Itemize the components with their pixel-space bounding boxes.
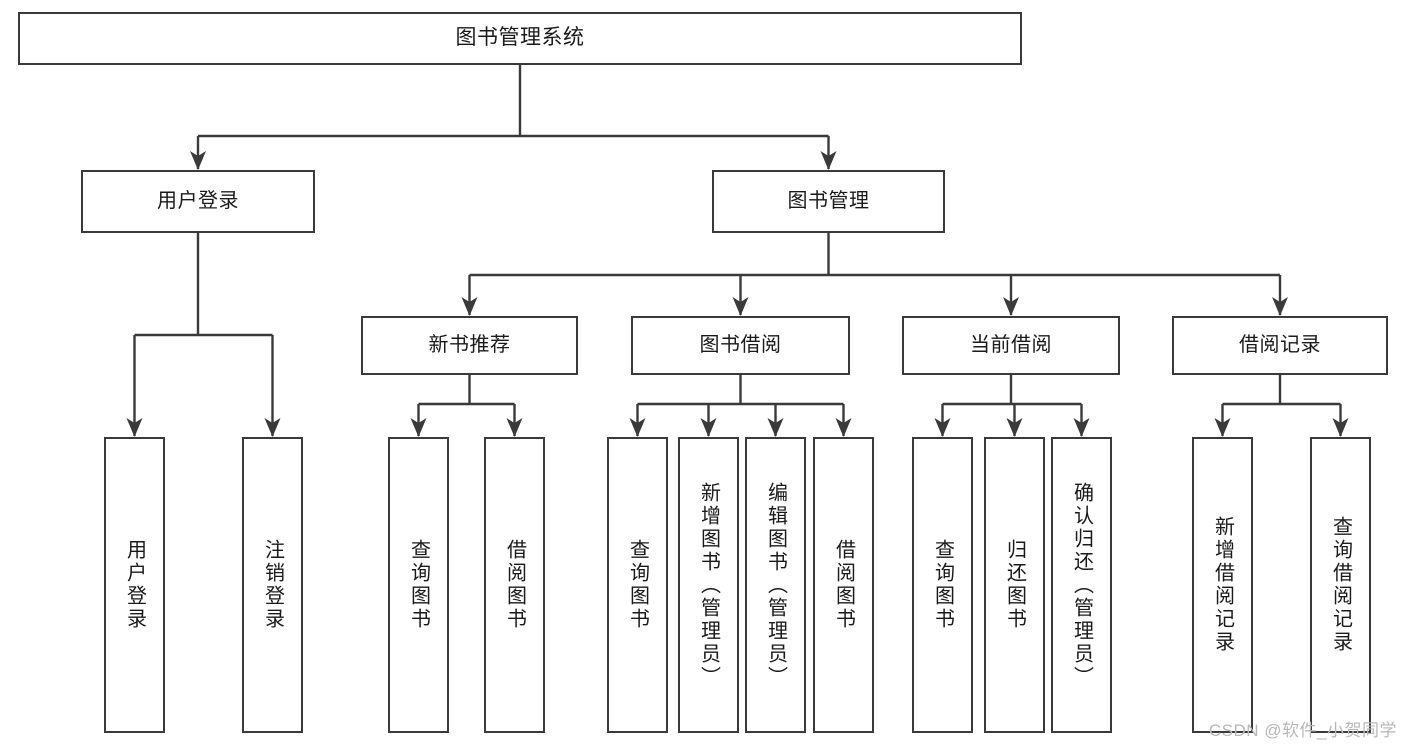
- node-leaf-add-book[interactable]: 新增图书（管理员）: [678, 437, 739, 733]
- node-label-leaf-edit-book: 编辑图书（管理员）: [764, 481, 787, 689]
- node-book-borrow[interactable]: 图书借阅: [631, 316, 850, 375]
- edge-arrow-leaf-confirm-return: [1073, 418, 1090, 437]
- node-label-leaf-query-book-1: 查询图书: [407, 539, 430, 631]
- node-leaf-borrow-book-1[interactable]: 借阅图书: [484, 437, 545, 733]
- node-leaf-add-record[interactable]: 新增借阅记录: [1192, 437, 1253, 733]
- node-label-leaf-return-book: 归还图书: [1003, 539, 1026, 631]
- node-leaf-query-book-2[interactable]: 查询图书: [607, 437, 668, 733]
- node-leaf-user-logout[interactable]: 注销登录: [242, 437, 303, 733]
- edge-arrow-borrow-record: [1272, 297, 1288, 316]
- node-label-current-borrow: 当前借阅: [970, 333, 1052, 356]
- edge-arrow-leaf-add-record: [1214, 418, 1231, 437]
- node-borrow-record[interactable]: 借阅记录: [1172, 316, 1388, 375]
- node-new-book-rec[interactable]: 新书推荐: [361, 316, 578, 375]
- node-leaf-return-book[interactable]: 归还图书: [984, 437, 1045, 733]
- edge-arrow-current-borrow: [1003, 297, 1019, 316]
- watermark-label: CSDN @软件_小贺同学: [1208, 721, 1397, 740]
- node-label-leaf-query-book-2: 查询图书: [626, 539, 649, 631]
- node-leaf-edit-book[interactable]: 编辑图书（管理员）: [745, 437, 806, 733]
- edge-arrow-user-login: [190, 151, 206, 170]
- node-label-leaf-user-logout: 注销登录: [261, 539, 284, 631]
- node-label-leaf-query-record: 查询借阅记录: [1329, 516, 1352, 654]
- edge-arrow-leaf-borrow-book-1: [506, 418, 523, 437]
- node-label-book-manage: 图书管理: [787, 189, 870, 212]
- node-book-manage[interactable]: 图书管理: [712, 170, 945, 233]
- edge-arrow-leaf-query-record: [1332, 418, 1349, 437]
- node-label-leaf-borrow-book-1: 借阅图书: [503, 539, 526, 631]
- edge-arrow-new-book-rec: [461, 297, 478, 316]
- edge-arrow-leaf-edit-book: [767, 418, 784, 437]
- node-current-borrow[interactable]: 当前借阅: [902, 316, 1120, 375]
- node-root[interactable]: 图书管理系统: [18, 12, 1022, 65]
- node-label-root: 图书管理系统: [455, 26, 585, 50]
- node-label-new-book-rec: 新书推荐: [428, 333, 511, 356]
- edge-arrow-leaf-query-book-1: [410, 418, 427, 437]
- node-label-leaf-confirm-return: 确认归还（管理员）: [1070, 481, 1093, 689]
- node-label-book-borrow: 图书借阅: [699, 333, 782, 356]
- edge-arrow-leaf-add-book: [700, 418, 717, 437]
- edge-arrow-book-borrow: [732, 297, 749, 316]
- node-label-user-login: 用户登录: [157, 189, 239, 212]
- node-leaf-query-book-3[interactable]: 查询图书: [912, 437, 973, 733]
- node-label-leaf-add-book: 新增图书（管理员）: [697, 481, 720, 689]
- node-label-leaf-query-book-3: 查询图书: [931, 539, 954, 631]
- node-leaf-borrow-book-2[interactable]: 借阅图书: [813, 437, 874, 733]
- node-label-borrow-record: 借阅记录: [1239, 333, 1321, 356]
- edge-arrow-leaf-borrow-book-2: [835, 418, 852, 437]
- node-label-leaf-add-record: 新增借阅记录: [1211, 516, 1234, 654]
- edge-arrow-leaf-return-book: [1006, 418, 1023, 437]
- node-leaf-user-login[interactable]: 用户登录: [104, 437, 165, 733]
- node-label-leaf-user-login: 用户登录: [123, 539, 146, 631]
- edge-arrow-leaf-query-book-2: [629, 418, 646, 437]
- node-user-login[interactable]: 用户登录: [81, 170, 315, 233]
- edge-arrow-book-manage: [820, 151, 837, 170]
- edge-arrow-leaf-query-book-3: [934, 418, 951, 437]
- edge-arrow-leaf-user-login: [126, 418, 143, 437]
- node-label-leaf-borrow-book-2: 借阅图书: [832, 539, 855, 631]
- node-leaf-confirm-return[interactable]: 确认归还（管理员）: [1051, 437, 1112, 733]
- node-leaf-query-book-1[interactable]: 查询图书: [388, 437, 449, 733]
- node-leaf-query-record[interactable]: 查询借阅记录: [1310, 437, 1371, 733]
- edge-arrow-leaf-user-logout: [264, 418, 281, 437]
